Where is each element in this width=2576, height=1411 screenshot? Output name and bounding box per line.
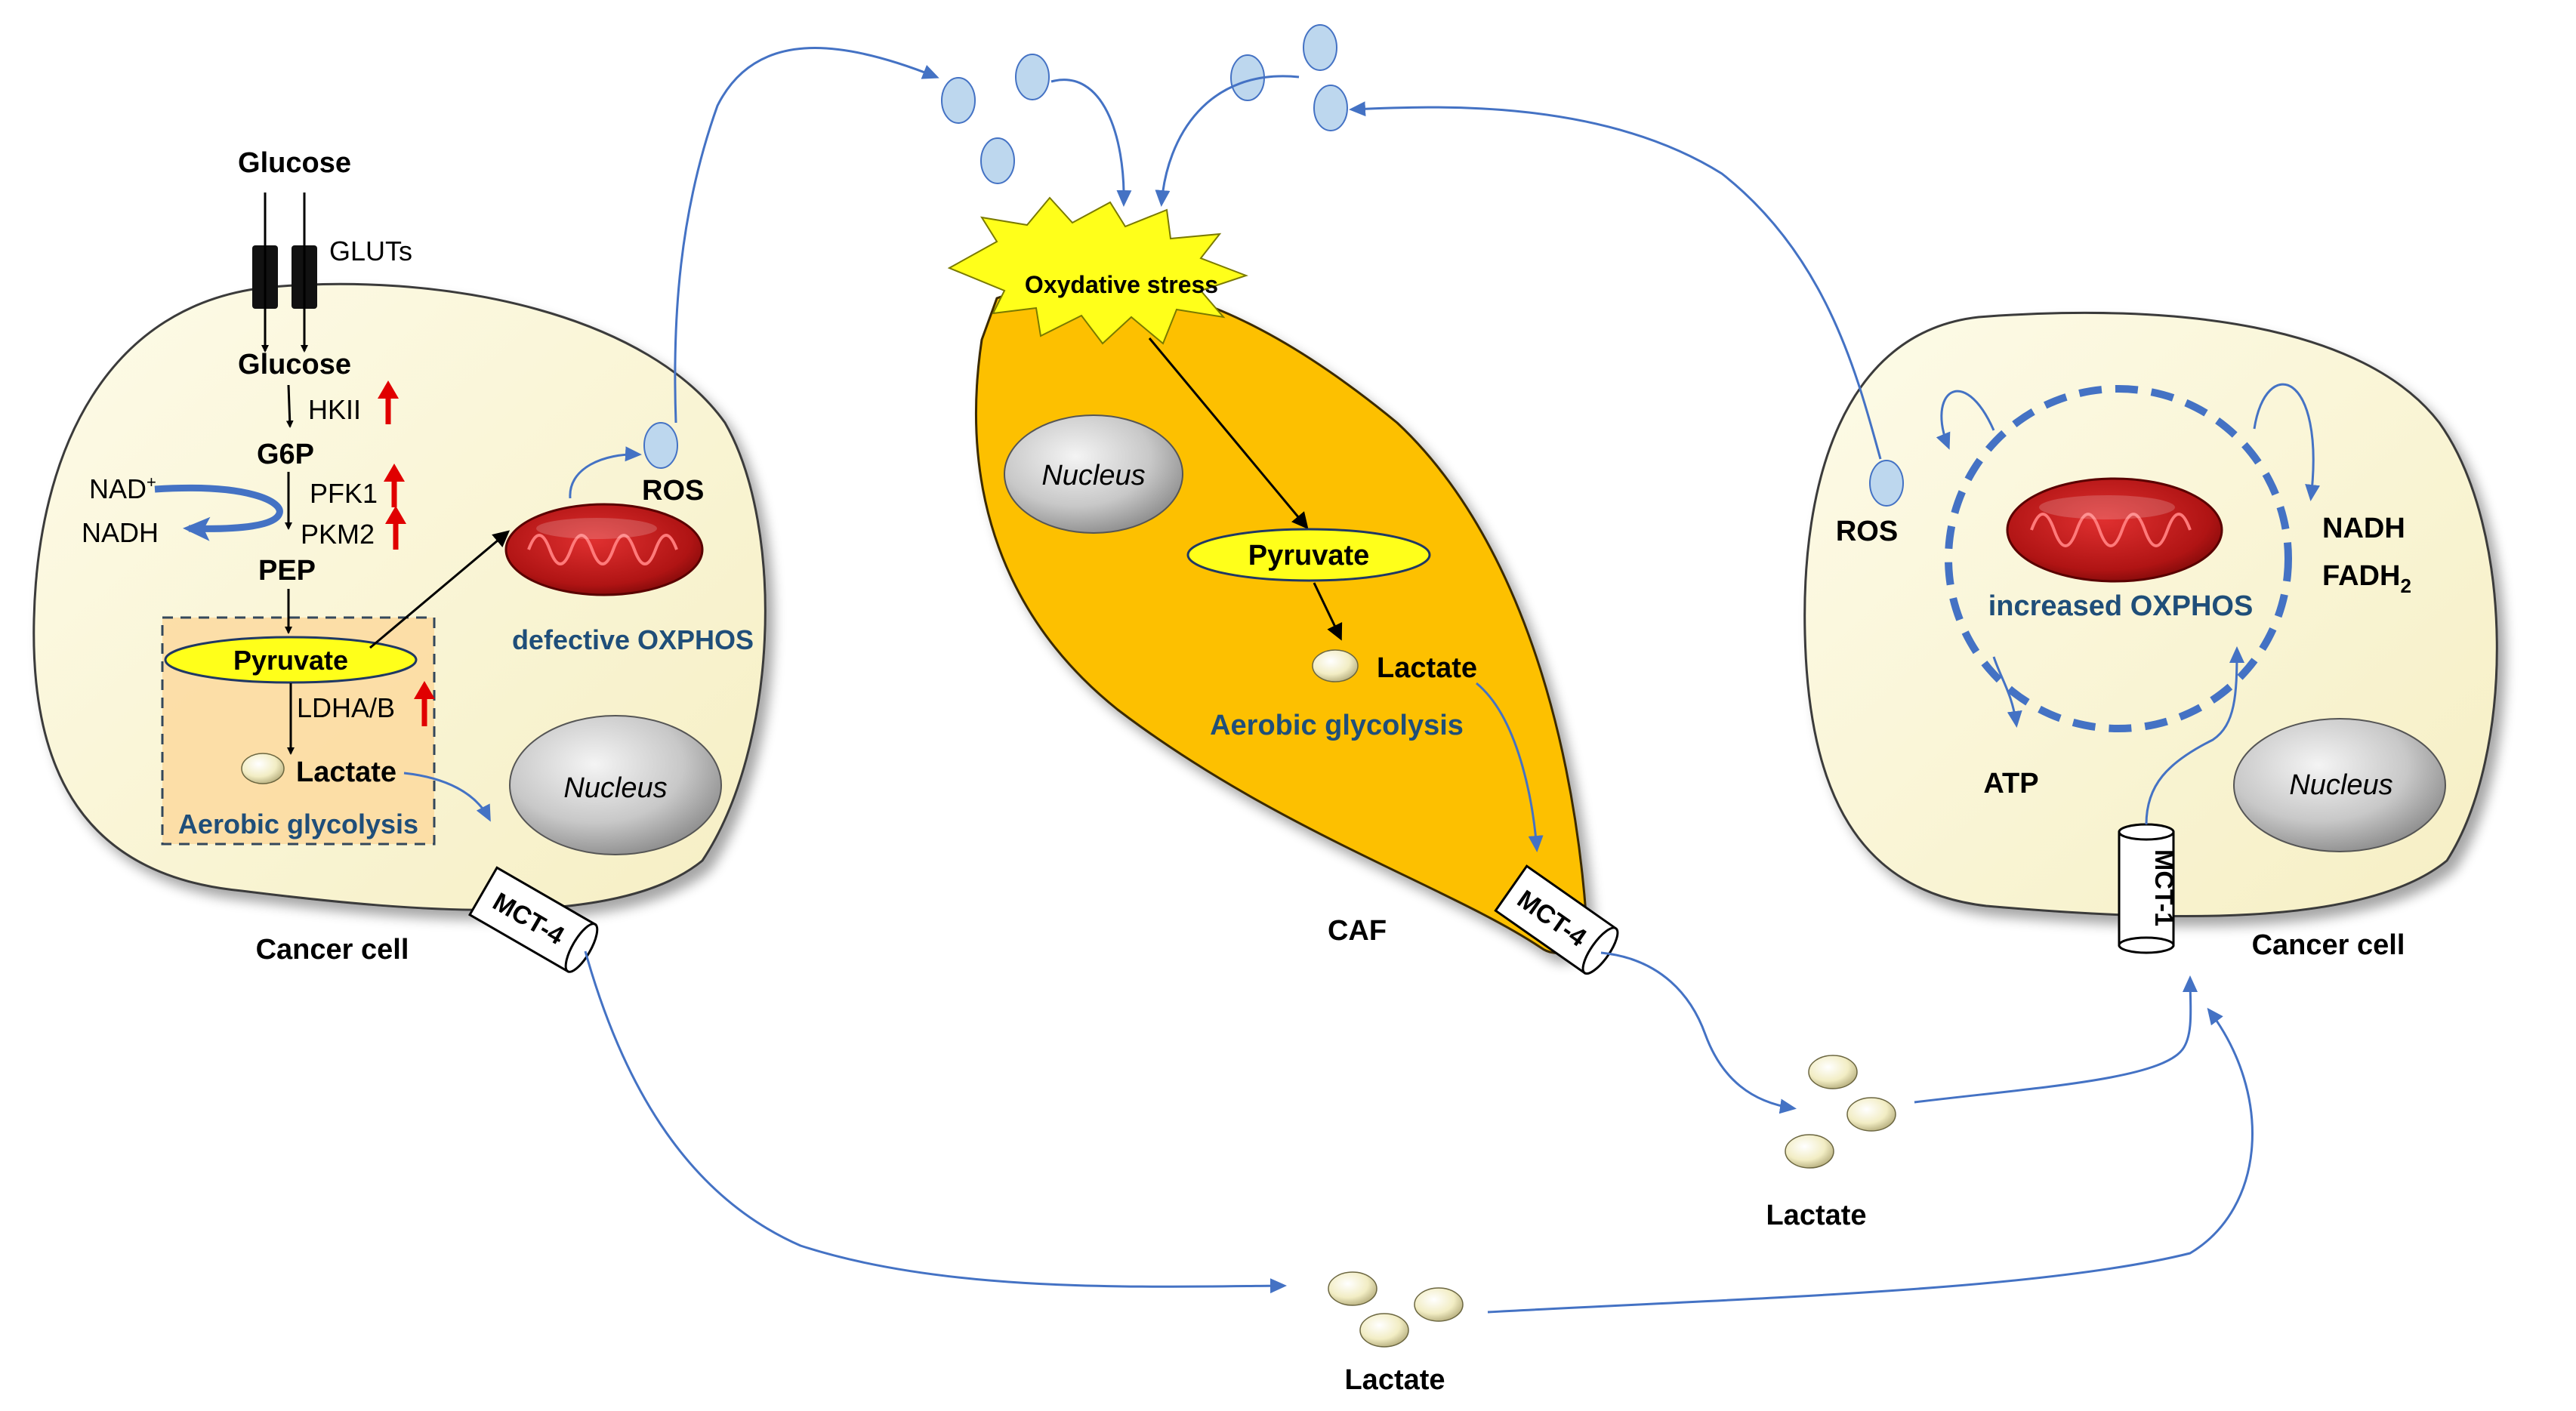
right-cancer-cell: increased OXPHOS ROS NADH FADH2 ATP Nucl… bbox=[1803, 311, 2498, 961]
oxidative-stress-burst bbox=[947, 196, 1248, 345]
ros-label-left: ROS bbox=[642, 475, 704, 507]
caf-cell: Oxydative stress Nucleus Pyruvate Lactat… bbox=[947, 196, 1619, 975]
caf-label: CAF bbox=[1328, 915, 1387, 947]
lactate-label-middle: Lactate bbox=[1766, 1200, 1866, 1231]
atp-label: ATP bbox=[1983, 768, 2038, 799]
nucleus-right bbox=[2233, 718, 2446, 852]
oxphos-dashed-ring bbox=[1945, 385, 2292, 732]
glucose-outside-label: Glucose bbox=[238, 147, 351, 179]
left-cancer-cell: Glucose GLUTs Glucose HKII G6P NAD+ NADH… bbox=[32, 147, 767, 973]
pep-label: PEP bbox=[258, 555, 316, 587]
nadh-label-right: NADH bbox=[2322, 513, 2405, 544]
pyruvate-label-left: Pyruvate bbox=[233, 645, 348, 676]
aerobic-glycolysis-label-caf: Aerobic glycolysis bbox=[1210, 710, 1464, 741]
pfk1-up-arrow bbox=[384, 464, 405, 507]
lactate-label-left: Lactate bbox=[296, 756, 396, 788]
caf-membrane bbox=[975, 281, 1587, 954]
nucleus-caf bbox=[1004, 414, 1183, 534]
lactate-label-caf: Lactate bbox=[1377, 652, 1477, 684]
pyruvate-ellipse-left bbox=[164, 636, 418, 684]
nad-label: NAD+ bbox=[89, 473, 156, 504]
gluts-label: GLUTs bbox=[329, 236, 412, 266]
hkii-up-arrow bbox=[378, 380, 399, 424]
ros-label-right: ROS bbox=[1836, 516, 1898, 547]
lactate-particle-left bbox=[241, 753, 285, 784]
nucleus-label-left: Nucleus bbox=[563, 772, 667, 804]
increased-oxphos-label: increased OXPHOS bbox=[1988, 590, 2254, 622]
lactate-particle-caf bbox=[1312, 649, 1359, 682]
oxidative-stress-label: Oxydative stress bbox=[1025, 271, 1218, 298]
svg-text:MCT-1: MCT-1 bbox=[2149, 849, 2178, 926]
ros-extracellular bbox=[941, 24, 1348, 184]
ros-particle-1 bbox=[941, 77, 976, 124]
pfk1-label: PFK1 bbox=[310, 478, 378, 509]
ros-particle-right bbox=[1869, 460, 1904, 507]
cancer-cell-label-left: Cancer cell bbox=[256, 934, 409, 966]
nucleus-label-right: Nucleus bbox=[2289, 769, 2392, 801]
nad-nadh-arrow bbox=[154, 484, 283, 541]
lactate-cluster-bottom bbox=[1328, 1271, 1464, 1348]
ros-particle-6 bbox=[1313, 85, 1348, 131]
pkm2-up-arrow bbox=[385, 506, 406, 550]
nucleus-label-caf: Nucleus bbox=[1041, 460, 1145, 491]
mitochondrion-left bbox=[504, 503, 704, 596]
lactate-cluster-middle bbox=[1785, 1055, 1896, 1169]
glucose-inside-label: Glucose bbox=[238, 349, 351, 380]
ldha-label: LDHA/B bbox=[297, 692, 395, 723]
nadh-label-left: NADH bbox=[82, 517, 159, 548]
g6p-label: G6P bbox=[257, 439, 314, 470]
hkii-label: HKII bbox=[308, 394, 361, 425]
defective-oxphos-label: defective OXPHOS bbox=[512, 624, 754, 655]
pyruvate-label-caf: Pyruvate bbox=[1248, 540, 1370, 571]
ros-particle-2 bbox=[1015, 54, 1050, 100]
mct1-transporter: MCT-1 bbox=[2118, 823, 2178, 954]
ros-particle-3 bbox=[980, 137, 1015, 184]
ros-particle-5 bbox=[1303, 24, 1337, 71]
aerobic-glycolysis-label-left: Aerobic glycolysis bbox=[178, 809, 418, 840]
ros-particle-left bbox=[643, 422, 678, 469]
pkm2-label: PKM2 bbox=[301, 519, 375, 550]
ldha-up-arrow bbox=[414, 681, 435, 726]
mct4-transporter-caf: MCT-4 bbox=[1494, 864, 1619, 975]
pyruvate-ellipse-caf bbox=[1186, 528, 1431, 582]
lactate-label-bottom: Lactate bbox=[1344, 1364, 1445, 1396]
nucleus-left bbox=[509, 715, 722, 855]
fadh-label: FADH2 bbox=[2322, 560, 2411, 597]
mitochondrion-right bbox=[2006, 477, 2223, 583]
cancer-cell-label-right: Cancer cell bbox=[2252, 929, 2405, 961]
